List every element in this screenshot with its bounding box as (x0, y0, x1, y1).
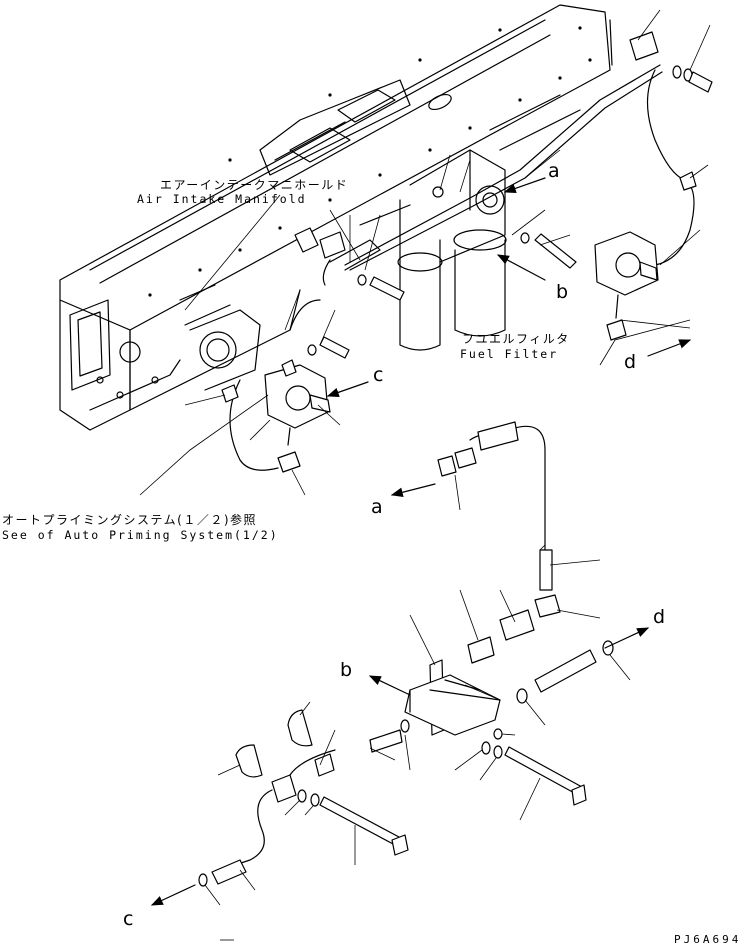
reference-letter-b-top: b (556, 281, 569, 303)
fuel-filter-label-jp: フユエルフィルタ (462, 332, 570, 346)
reference-arrows (150, 177, 692, 906)
upper-pipes-drawing (289, 19, 713, 359)
intake-manifold-label-jp: エアーインテークマニホールド (160, 178, 349, 192)
priming-pump-right-drawing (594, 231, 659, 341)
air-intake-manifold-drawing (59, 4, 611, 431)
drawing-code: PJ6A694 (674, 933, 742, 946)
fuel-filter-label-en: Fuel Filter (460, 347, 559, 361)
reference-letter-d-bottom: d (653, 606, 666, 628)
leader-lines (139, 9, 711, 906)
auto-priming-label-jp: オートプライミングシステム(１／２)参照 (2, 513, 258, 527)
reference-letter-d-top: d (624, 351, 637, 373)
fuel-filter-drawing (329, 149, 507, 351)
reference-letter-a-bottom: a (371, 496, 383, 518)
intake-manifold-label-en: Air Intake Manifold (137, 192, 307, 206)
priming-pump-left-drawing (221, 359, 331, 473)
reference-letter-c-top: c (373, 364, 384, 386)
reference-letter-c-bottom: c (123, 908, 134, 930)
reference-letter-a-top: a (548, 160, 560, 182)
auto-priming-label-en: See of Auto Priming System(1/2) (2, 528, 279, 542)
reference-letter-b-bottom: b (340, 659, 353, 681)
lower-assembly-drawing (198, 421, 614, 887)
